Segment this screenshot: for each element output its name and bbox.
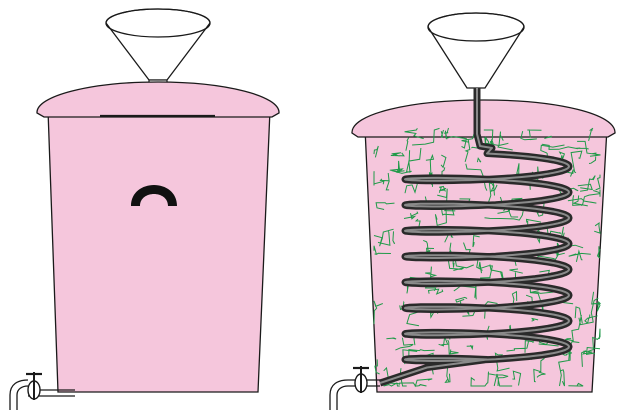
lid: [37, 82, 279, 117]
plain-tank-panel: [10, 9, 279, 410]
lid: [352, 100, 615, 137]
funnel-icon: [428, 13, 524, 88]
tank-body: [48, 110, 270, 392]
coil-tank-panel: [330, 13, 615, 410]
tap-icon: [330, 366, 380, 410]
funnel-icon: [106, 9, 210, 86]
